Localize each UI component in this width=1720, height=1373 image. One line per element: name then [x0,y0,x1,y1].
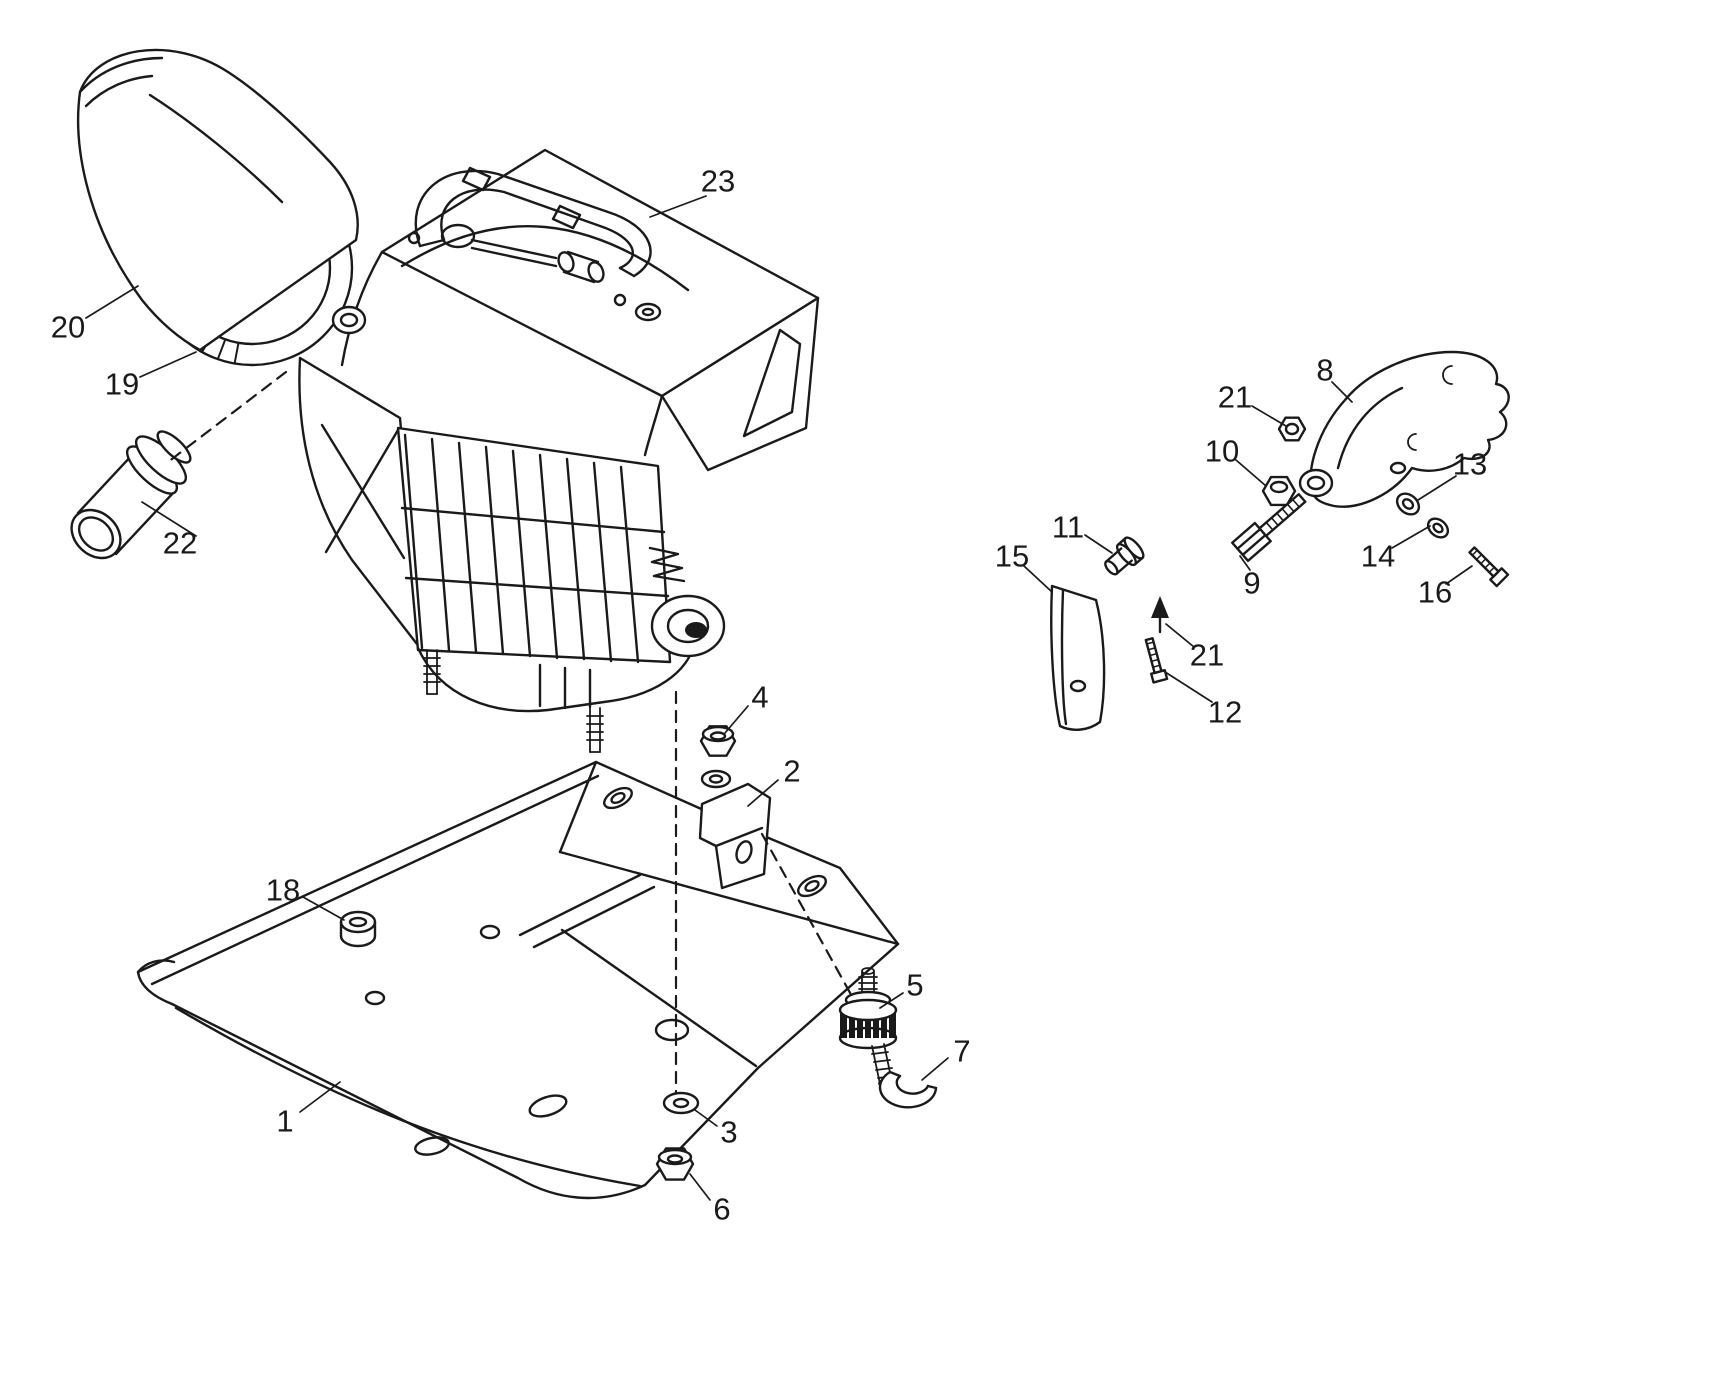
screw-12 [1144,637,1169,684]
cylinder-fins [396,426,686,664]
leader-6 [689,1173,711,1201]
leader-18 [302,896,345,921]
callout-14: 14 [1360,538,1396,574]
mount-stud-right [586,707,604,753]
callout-2: 2 [783,753,801,789]
crankcase [416,594,726,753]
callout-6: 6 [713,1191,731,1227]
mount-stud-left [423,649,441,695]
callout-13: 13 [1452,446,1488,482]
spacer-stud-9 [1231,493,1307,563]
guide-muffler [166,370,288,464]
leader-lines [85,195,1473,1201]
callout-5: 5 [906,967,924,1003]
base-plate [136,760,900,1200]
callout-15: 15 [994,538,1030,574]
callout-21-upper: 21 [1217,379,1253,415]
leader-22 [141,501,197,537]
leader-21-lower [1165,623,1195,648]
assembly-guides [166,370,856,1098]
callout-12: 12 [1207,694,1243,730]
spacer-18 [339,910,377,948]
carburetor-linkage [407,223,662,322]
callout-20: 20 [50,309,86,345]
leader-13 [1417,475,1457,501]
callout-1: 1 [276,1103,294,1139]
leader-2 [747,779,779,807]
callout-8: 8 [1316,352,1334,388]
leader-15 [1023,565,1053,593]
leader-5 [879,992,904,1009]
callout-19: 19 [104,366,140,402]
leader-8 [1331,381,1353,403]
leader-16 [1445,565,1473,585]
leader-12 [1161,669,1213,703]
leader-23 [649,195,707,218]
callout-9: 9 [1243,565,1261,601]
leader-3 [694,1109,718,1127]
callout-10: 10 [1204,433,1240,469]
nut-4 [699,725,737,757]
leader-9 [1239,555,1251,571]
fan-housing [77,48,359,352]
leader-7 [921,1057,949,1081]
leader-1 [299,1081,341,1113]
muffler [70,430,192,560]
screw-16 [1468,546,1510,588]
leader-19 [139,351,197,378]
clip-7 [878,1070,938,1109]
washer-under-nut-4 [700,769,732,789]
callout-18: 18 [265,872,301,908]
leader-21-upper [1251,405,1287,427]
washer-13 [1395,492,1421,516]
crankcase-cover [298,356,422,650]
engine-shroud [331,148,820,472]
washer-14 [1426,517,1450,539]
leader-10 [1235,459,1267,487]
callout-23: 23 [700,163,736,199]
callout-3: 3 [720,1114,738,1150]
leader-14 [1391,525,1431,549]
engine-bracket [698,782,772,890]
leader-11 [1084,534,1113,554]
washer-3 [662,1091,700,1115]
line-art-root [70,48,1510,1201]
guide-mount [760,832,856,1002]
callout-7: 7 [953,1033,971,1069]
bushing-11 [1104,536,1145,576]
control-bracket-8 [1298,350,1510,508]
pointer-21-lower [1151,596,1169,634]
carry-handle [414,166,652,278]
leader-20 [85,285,139,319]
nut-6 [655,1147,695,1181]
callout-4: 4 [751,679,769,715]
plate-15 [1050,584,1106,731]
nut-21-upper [1277,416,1307,442]
leader-4 [724,705,749,734]
callout-16: 16 [1417,574,1453,610]
callout-11: 11 [1051,509,1085,545]
callout-21-lower: 21 [1189,637,1225,673]
callout-22: 22 [162,525,198,561]
